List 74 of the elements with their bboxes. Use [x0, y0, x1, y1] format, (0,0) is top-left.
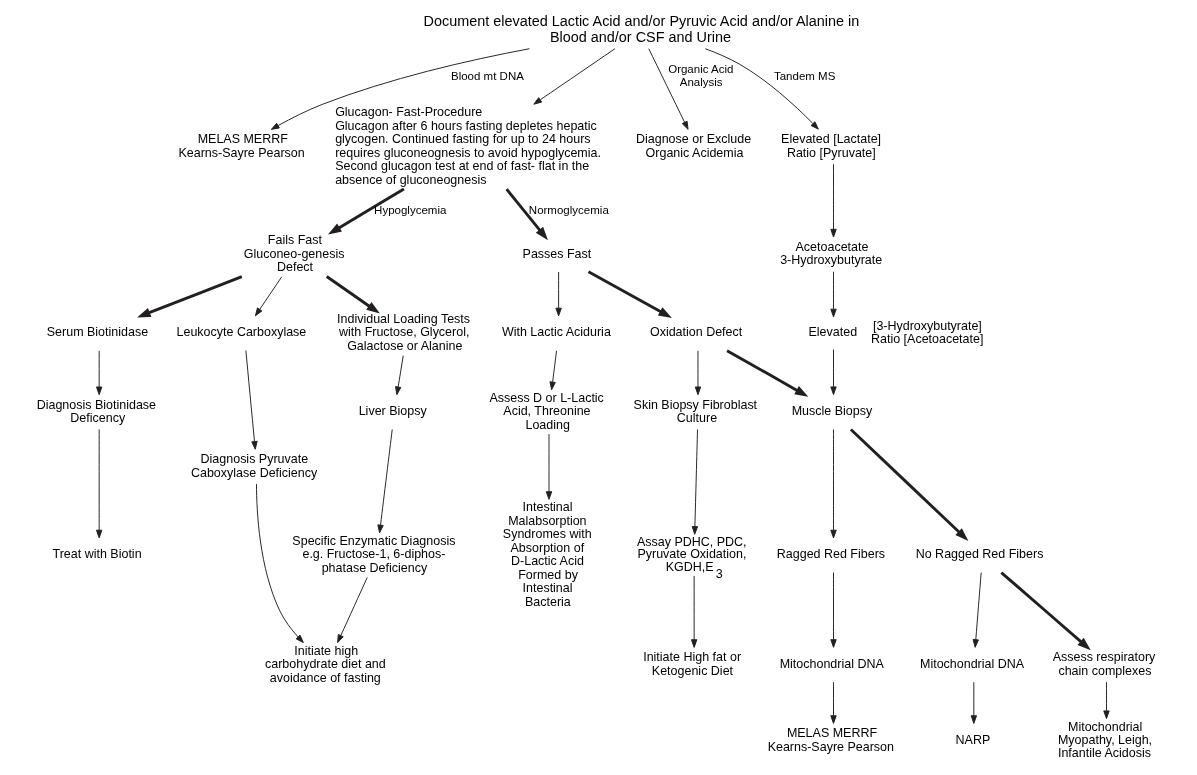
arrow	[1103, 681, 1110, 720]
arrow	[325, 275, 380, 314]
edge-label: Tandem MS	[773, 69, 836, 82]
node-text: Leukocyte Carboxylase	[176, 325, 307, 340]
node-text: Acetoacetate 3-Hydroxybutyrate	[780, 239, 883, 268]
node-text: Elevated	[808, 325, 858, 340]
node-text: Initiate high carbohydrate diet and avoidance of fasting	[264, 643, 386, 685]
arrow	[254, 276, 283, 317]
arrow	[377, 428, 393, 534]
arrow	[587, 270, 672, 318]
node-text: Ragged Red Fibers	[776, 547, 886, 562]
arrow	[270, 48, 530, 130]
arrow	[694, 350, 702, 396]
node-text: No Ragged Red Fibers	[915, 547, 1044, 562]
edge-label: Organic Acid Analysis	[668, 63, 734, 88]
edge-label: Blood mt DNA	[450, 69, 524, 82]
arrow	[690, 575, 698, 648]
node-text: Intestinal Malabsorption Syndromes with Absorption of D-Lactic Acid Formed by Intestinal Bacteria	[502, 500, 592, 609]
node-text: Initiate High fat or Ketogenic Diet	[643, 650, 742, 678]
node-text: Glucagon- Fast-Procedure Glucagon after 6 hours fasting depletes hepatic glycogen. Continued fasting for up to 24 hours requires gluconeognesis to avoid hypoglycemia. Second glucagon test at end of fast- flat in the absence of gluconeognesis	[335, 105, 601, 187]
node-text: NARP	[955, 733, 991, 747]
arrow	[549, 350, 557, 391]
node-text: Passes Fast	[522, 246, 592, 261]
node-text: MELAS MERRF Kearns-Sayre Pearson	[178, 132, 305, 160]
arrow	[1000, 571, 1091, 651]
node-text: Mitochondrial DNA	[779, 657, 884, 672]
node-text: Diagnosis Pyruvate Caboxylase Deficiency	[190, 452, 318, 480]
arrow	[830, 428, 837, 539]
node-text: Oxidation Defect	[649, 325, 743, 340]
arrow	[137, 275, 243, 318]
arrow	[555, 271, 562, 317]
node-text: Diagnose or Exclude Organic Acidemia	[635, 132, 752, 160]
arrow	[648, 48, 689, 130]
node-text: MELAS MERRF Kearns-Sayre Pearson	[767, 726, 894, 754]
arrow	[704, 48, 819, 130]
node-text: Skin Biopsy Fibroblast Culture	[633, 397, 758, 426]
arrow	[395, 355, 404, 396]
arrow	[545, 433, 553, 500]
arrow	[327, 187, 405, 235]
arrow	[849, 428, 969, 541]
arrow	[830, 271, 837, 318]
node-text: Treat with Biotin	[52, 547, 142, 562]
node-text: Serum Biotinidase	[46, 325, 149, 340]
node-text: Assess respiratory chain complexes	[1052, 650, 1156, 678]
arrow	[256, 483, 304, 644]
arrow	[726, 349, 809, 397]
node-text: Document elevated Lactic Acid and/or Pyruvic Acid and/or Alanine in Blood and/or CSF and Urine	[423, 12, 860, 45]
arrow	[96, 428, 103, 539]
edge-label: Hypoglycemia	[374, 203, 447, 216]
arrow	[830, 349, 837, 396]
arrow	[505, 188, 548, 241]
arrow	[970, 681, 977, 724]
node-text: Diagnosis Biotinidase Deficency	[36, 397, 157, 426]
arrow	[830, 163, 837, 238]
node-text: Elevated [Lactate] Ratio [Pyruvate]	[781, 132, 882, 160]
node-label: [3-Hydroxybutyrate] Ratio [Acetoacetate]	[870, 318, 984, 347]
arrow	[691, 428, 699, 535]
arrow	[337, 577, 368, 644]
node-text: Individual Loading Tests with Fructose, Glycerol, Galactose or Alanine	[337, 312, 471, 353]
arrow	[830, 681, 837, 724]
arrow	[972, 572, 982, 648]
arrow	[830, 572, 837, 648]
node-text: With Lactic Aciduria	[501, 325, 611, 340]
node-text: Mitochondrial Myopathy, Leigh, Infantile Acidosis	[1057, 719, 1153, 761]
arrow	[533, 48, 616, 105]
node-text: Fails Fast Gluconeo-genesis Defect	[243, 233, 345, 275]
node-text: Assess D or L-Lactic Acid, Threonine Loading	[489, 390, 604, 432]
arrow	[245, 350, 258, 450]
node-text: Muscle Biopsy	[791, 404, 873, 419]
node-text: Mitochondrial DNA	[920, 657, 1025, 672]
edge-label: Normoglycemia	[528, 203, 609, 216]
arrow	[96, 350, 103, 396]
node-text: Liver Biopsy	[358, 404, 427, 419]
node-text: Specific Enzymatic Diagnosis e.g. Fructose-1, 6-diphos- phatase Deficiency	[292, 534, 456, 575]
